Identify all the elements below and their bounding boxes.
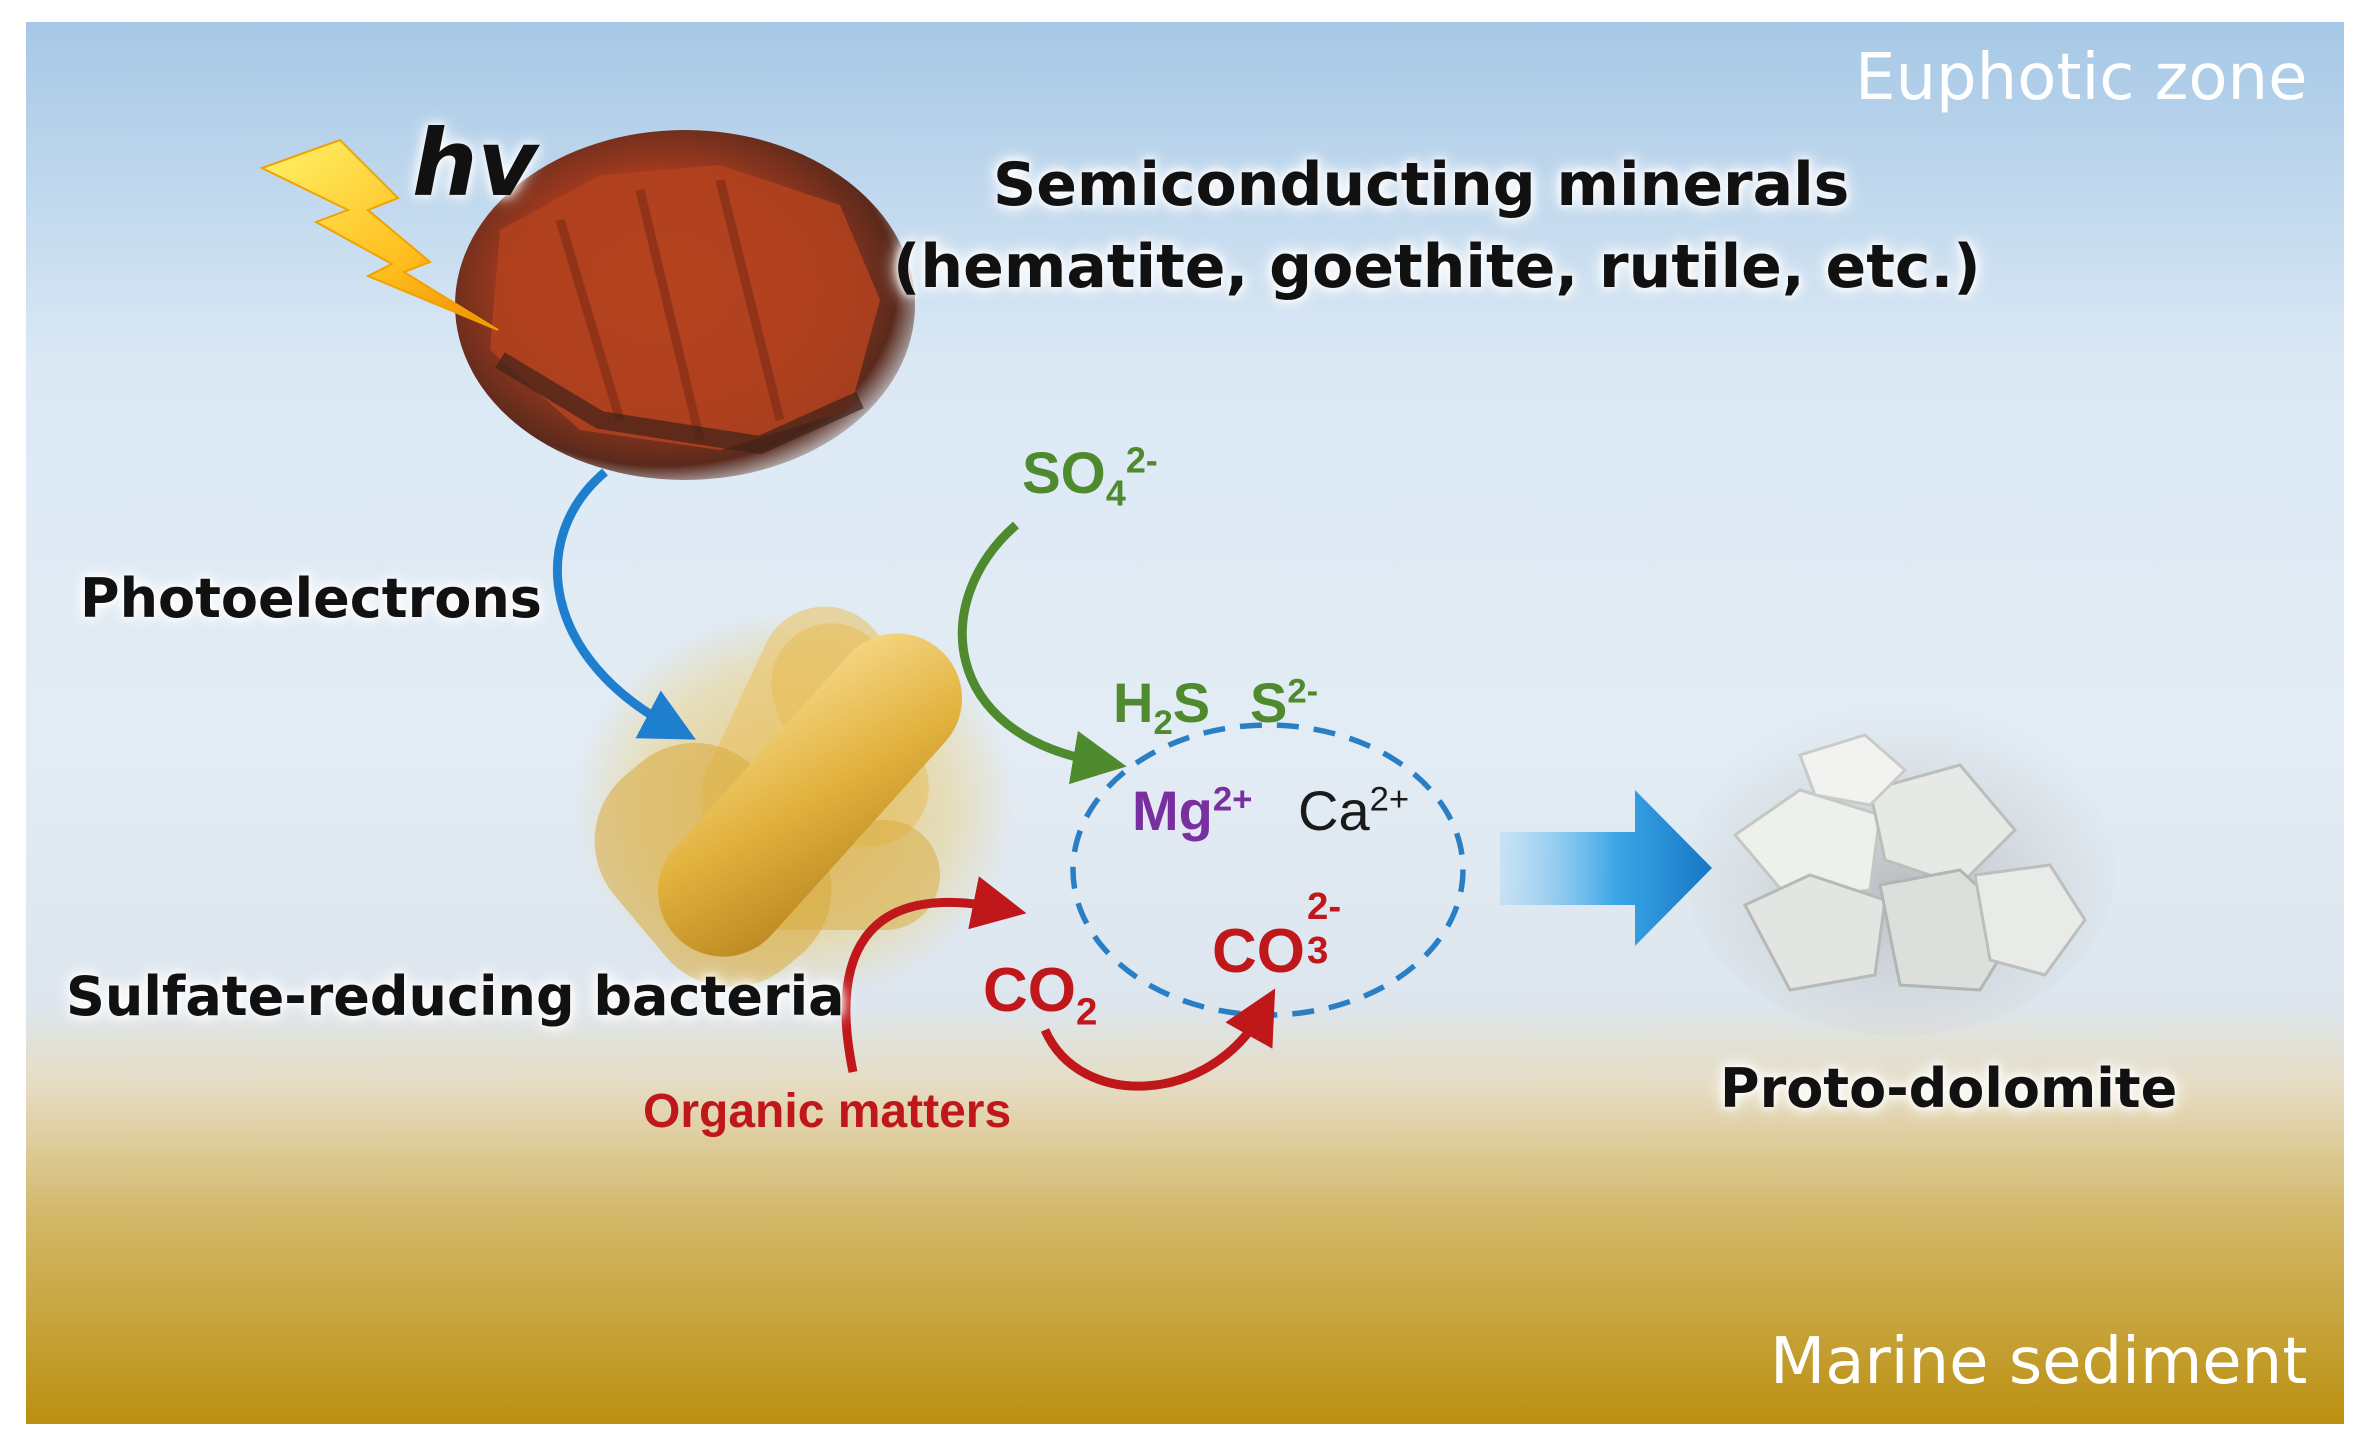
photoelectrons-label: Photoelectrons xyxy=(80,567,542,630)
carbonate-formation-arrow xyxy=(1040,988,1276,1091)
dolomite-rock-image xyxy=(1685,705,2115,1035)
sulfate-ion-label: SO42- xyxy=(1022,439,1158,514)
magnesium-ion-label: Mg2+ xyxy=(1132,779,1253,842)
lightning-bolt-icon xyxy=(259,138,499,331)
photon-energy-label: hv xyxy=(412,110,538,217)
minerals-title: Semiconducting minerals xyxy=(993,150,1850,220)
marine-sediment-label: Marine sediment xyxy=(1770,1325,2308,1399)
photoelectron-arrow xyxy=(552,468,696,740)
carbon-dioxide-label: CO2 xyxy=(983,956,1098,1034)
calcium-ion-label: Ca2+ xyxy=(1298,779,1410,842)
bacteria-label: Sulfate-reducing bacteria xyxy=(66,965,845,1028)
hydrogen-sulfide-label: H2S xyxy=(1113,671,1211,743)
formation-arrow xyxy=(1500,790,1712,946)
organic-matters-label: Organic matters xyxy=(643,1085,1012,1138)
minerals-examples: (hematite, goethite, rutile, etc.) xyxy=(893,232,1981,302)
proto-dolomite-label: Proto-dolomite xyxy=(1720,1057,2178,1120)
hematite-rock-image xyxy=(455,130,915,480)
sulfide-ion-label: S2- xyxy=(1250,671,1319,734)
organic-oxidation-arrow xyxy=(841,876,1027,1073)
sulfate-reduction-arrow xyxy=(957,521,1127,785)
euphotic-zone-label: Euphotic zone xyxy=(1855,41,2308,115)
